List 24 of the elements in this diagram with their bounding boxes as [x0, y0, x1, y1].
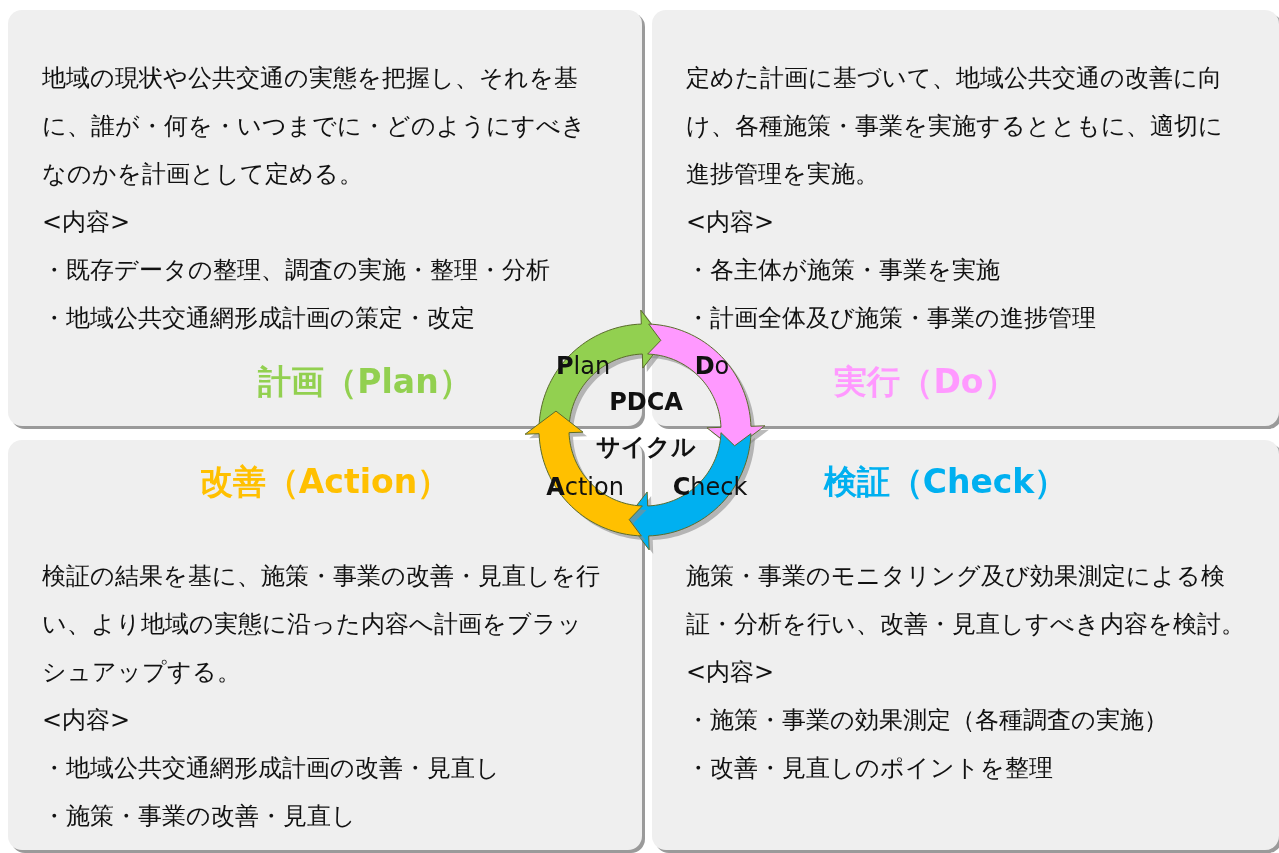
bullet-item: ・既存データの整理、調査の実施・整理・分析	[42, 255, 551, 286]
phase-label: Do	[694, 352, 730, 380]
phase-label: Plan	[555, 352, 611, 380]
cycle-title: サイクル	[596, 432, 696, 463]
description-text: 検証の結果を基に、施策・事業の改善・見直しを行い、より地域の実態に沿った内容へ計画をブラッシュアップする。	[42, 561, 601, 688]
description-text: 定めた計画に基づいて、地域公共交通の改善に向け、各種施策・事業を実施するとともに、適切に進捗管理を実施。	[686, 63, 1224, 190]
bullet-item: ・施策・事業の改善・見直し	[42, 801, 357, 832]
section-label: <内容>	[42, 207, 132, 238]
bullet-item: ・地域公共交通網形成計画の改善・見直し	[42, 753, 501, 784]
description-text: 地域の現状や公共交通の実態を把握し、それを基に、誰が・何を・いつまでに・どのようにすべきなのかを計画として定める。	[42, 63, 587, 190]
phase-heading: 計画（Plan）	[257, 361, 473, 403]
section-label: <内容>	[686, 207, 776, 238]
bullet-item: ・地域公共交通網形成計画の策定・改定	[42, 303, 476, 334]
bullet-item: ・各主体が施策・事業を実施	[686, 255, 1001, 286]
phase-heading: 実行（Do）	[833, 361, 1018, 403]
bullet-item: ・施策・事業の効果測定（各種調査の実施）	[686, 705, 1169, 736]
phase-heading: 改善（Action）	[198, 461, 452, 503]
cycle-title: PDCA	[609, 388, 683, 416]
bullet-item: ・計画全体及び施策・事業の進捗管理	[686, 303, 1097, 334]
bullet-item: ・改善・見直しのポイントを整理	[686, 753, 1054, 784]
section-label: <内容>	[42, 705, 132, 736]
section-label: <内容>	[686, 657, 776, 688]
description-text: 施策・事業のモニタリング及び効果測定による検証・分析を行い、改善・見直しすべき内容を検討。	[686, 561, 1246, 640]
phase-heading: 検証（Check）	[822, 461, 1069, 503]
